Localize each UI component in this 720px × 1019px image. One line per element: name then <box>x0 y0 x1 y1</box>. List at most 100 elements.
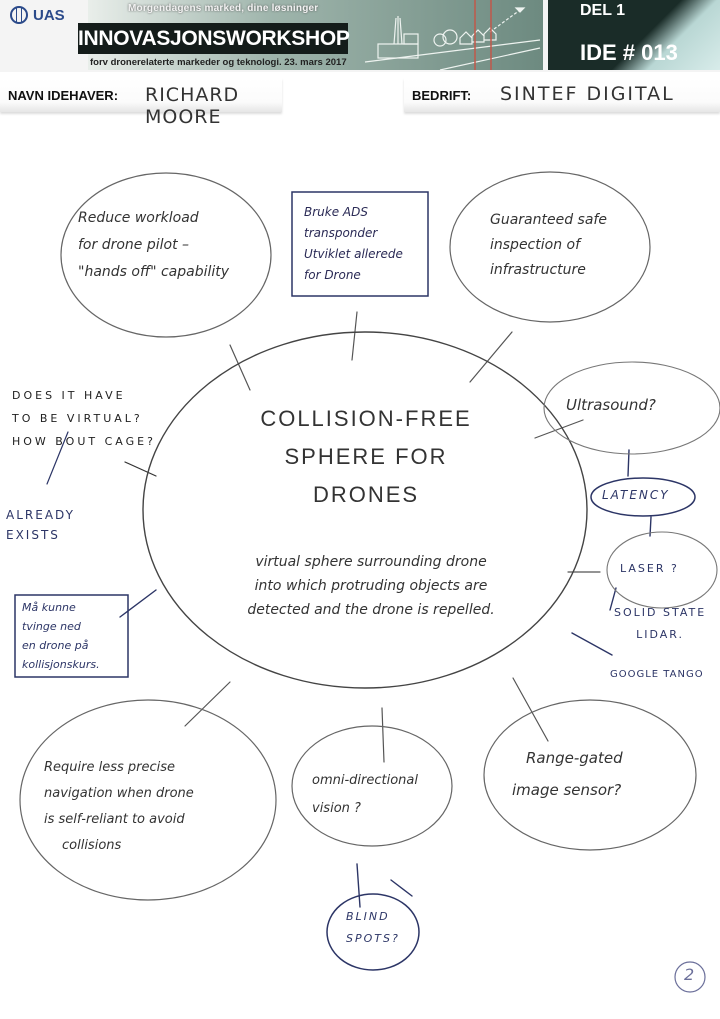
node-reduce-workload-shape <box>60 172 272 338</box>
company-label: BEDRIFT: <box>412 88 472 103</box>
connector-ads <box>351 311 358 361</box>
node-reduce-workload: Reduce workload for drone pilot – "hands… <box>78 205 229 286</box>
workshop-title: INNOVASJONSWORKSHOP <box>78 23 350 54</box>
node-already-exists: ALREADY EXISTS <box>6 505 75 545</box>
node-safe-inspection: Guaranteed safe inspection of infrastruc… <box>490 208 607 283</box>
center-description-line: detected and the drone is repelled. <box>247 602 495 618</box>
company-value: SINTEF DIGITAL <box>500 83 675 105</box>
connector-lidar <box>609 587 617 611</box>
node-force-down-shape <box>14 594 129 678</box>
illustration-offshore-scene <box>364 0 541 70</box>
connector-virtual-question <box>124 461 157 477</box>
connector-ultrasound <box>534 419 584 439</box>
node-line: HOW BOUT CAGE? <box>12 435 156 448</box>
node-laser-shape <box>606 531 718 609</box>
owner-field: NAVN IDEHAVER: RICHARD MOORE <box>0 78 282 128</box>
node-line: collisions <box>62 838 122 853</box>
node-line: kollisjonskurs. <box>22 658 100 671</box>
node-line: en drone på <box>22 639 89 652</box>
connector-already-exists <box>46 431 69 485</box>
node-line: navigation when drone <box>44 786 194 801</box>
node-line: BLIND <box>346 910 390 923</box>
node-range-gated: Range-gated image sensor? <box>512 742 623 806</box>
connector-less-precise <box>184 681 231 727</box>
node-line: Utviklet allerede <box>304 247 403 261</box>
connector-omni <box>381 707 385 763</box>
node-line: SOLID STATE <box>614 606 707 619</box>
company-field: BEDRIFT: SINTEF DIGITAL <box>404 78 720 112</box>
uas-logo: UAS <box>10 6 65 24</box>
node-blind-spots: BLIND SPOTS? <box>346 906 400 950</box>
mind-map <box>14 171 720 993</box>
node-line: Require less precise <box>44 760 176 775</box>
node-laser: LASER ? <box>620 562 679 575</box>
owner-value: RICHARD MOORE <box>145 84 240 128</box>
node-line: EXISTS <box>6 528 60 542</box>
node-blind-spots-shape <box>326 893 420 971</box>
center-title-line: SPHERE FOR <box>284 444 448 469</box>
node-omni-shape <box>291 725 453 847</box>
center-description: virtual sphere surrounding drone into wh… <box>186 550 556 622</box>
node-line: Reduce workload <box>78 210 199 226</box>
node-less-precise-shape <box>19 699 277 901</box>
center-title-line: DRONES <box>312 482 420 507</box>
header-tagline: Morgendagens marked, dine løsninger <box>128 3 319 14</box>
node-line: Range-gated <box>526 749 623 767</box>
node-line: Må kunne <box>22 601 76 614</box>
connector-blind-spots <box>356 863 361 908</box>
node-line: is self-reliant to avoid <box>44 812 185 827</box>
node-line: inspection of <box>490 237 581 253</box>
node-less-precise-navigation: Require less precise navigation when dro… <box>44 755 194 859</box>
node-force-down: Må kunne tvinge ned en drone på kollisjo… <box>22 598 100 674</box>
node-ads-transponder: Bruke ADS transponder Utviklet allerede … <box>304 202 403 286</box>
node-line: for Drone <box>304 268 361 282</box>
connector-force-down <box>119 589 157 618</box>
node-line: infrastructure <box>490 262 586 278</box>
node-safe-inspection-shape <box>449 171 651 323</box>
node-line: ALREADY <box>6 508 75 522</box>
node-line: for drone pilot – <box>78 237 190 253</box>
node-line: image sensor? <box>512 781 622 799</box>
connector-inspection <box>469 331 513 383</box>
node-line: Bruke ADS <box>304 205 368 219</box>
node-latency: LATENCY <box>602 488 670 502</box>
node-google-tango: GOOGLE TANGO <box>610 669 704 680</box>
idea-id-panel <box>548 0 720 70</box>
node-line: vision ? <box>312 801 361 816</box>
owner-label: NAVN IDEHAVER: <box>8 88 119 103</box>
node-ultrasound-shape <box>543 361 720 455</box>
node-omni-vision: omni-directional vision ? <box>312 767 418 823</box>
globe-icon <box>10 6 28 24</box>
node-line: "hands off" capability <box>78 264 230 280</box>
node-line: LIDAR. <box>636 628 685 641</box>
logo-text: UAS <box>33 6 65 24</box>
node-ultrasound: Ultrasound? <box>566 396 656 414</box>
node-line: TO BE VIRTUAL? <box>12 412 143 425</box>
houses-icon <box>459 27 497 45</box>
node-ads-shape <box>291 191 429 297</box>
node-virtual-question: DOES IT HAVE TO BE VIRTUAL? HOW BOUT CAG… <box>12 384 156 453</box>
page-number: 2 <box>684 965 695 984</box>
node-solid-state-lidar: SOLID STATE LIDAR. <box>614 602 706 646</box>
center-title: COLLISION-FREE SPHERE FOR DRONES <box>176 400 556 514</box>
part-label: DEL 1 <box>580 2 626 19</box>
center-description-line: virtual sphere surrounding drone <box>255 554 487 570</box>
flight-path <box>489 9 521 33</box>
idea-number: IDE # 013 <box>580 40 678 65</box>
center-ellipse <box>142 331 588 689</box>
center-description-line: into which protruding objects are <box>254 578 488 594</box>
tree-icon <box>433 33 447 47</box>
node-line: omni-directional <box>312 773 418 788</box>
node-line: transponder <box>304 226 378 240</box>
connector-range-gated <box>512 677 549 742</box>
node-line: Guaranteed safe <box>490 212 607 228</box>
node-range-gated-shape <box>483 699 697 851</box>
node-line: SPOTS? <box>346 932 400 945</box>
page-number-circle <box>674 961 706 993</box>
node-line: tvinge ned <box>22 620 81 633</box>
drone-icon <box>514 7 526 13</box>
connector-reduce-workload <box>229 344 251 391</box>
node-latency-shape <box>590 477 696 517</box>
workshop-subtitle: forv dronerelaterte markeder og teknolog… <box>90 57 347 68</box>
node-line: DOES IT HAVE <box>12 389 126 402</box>
